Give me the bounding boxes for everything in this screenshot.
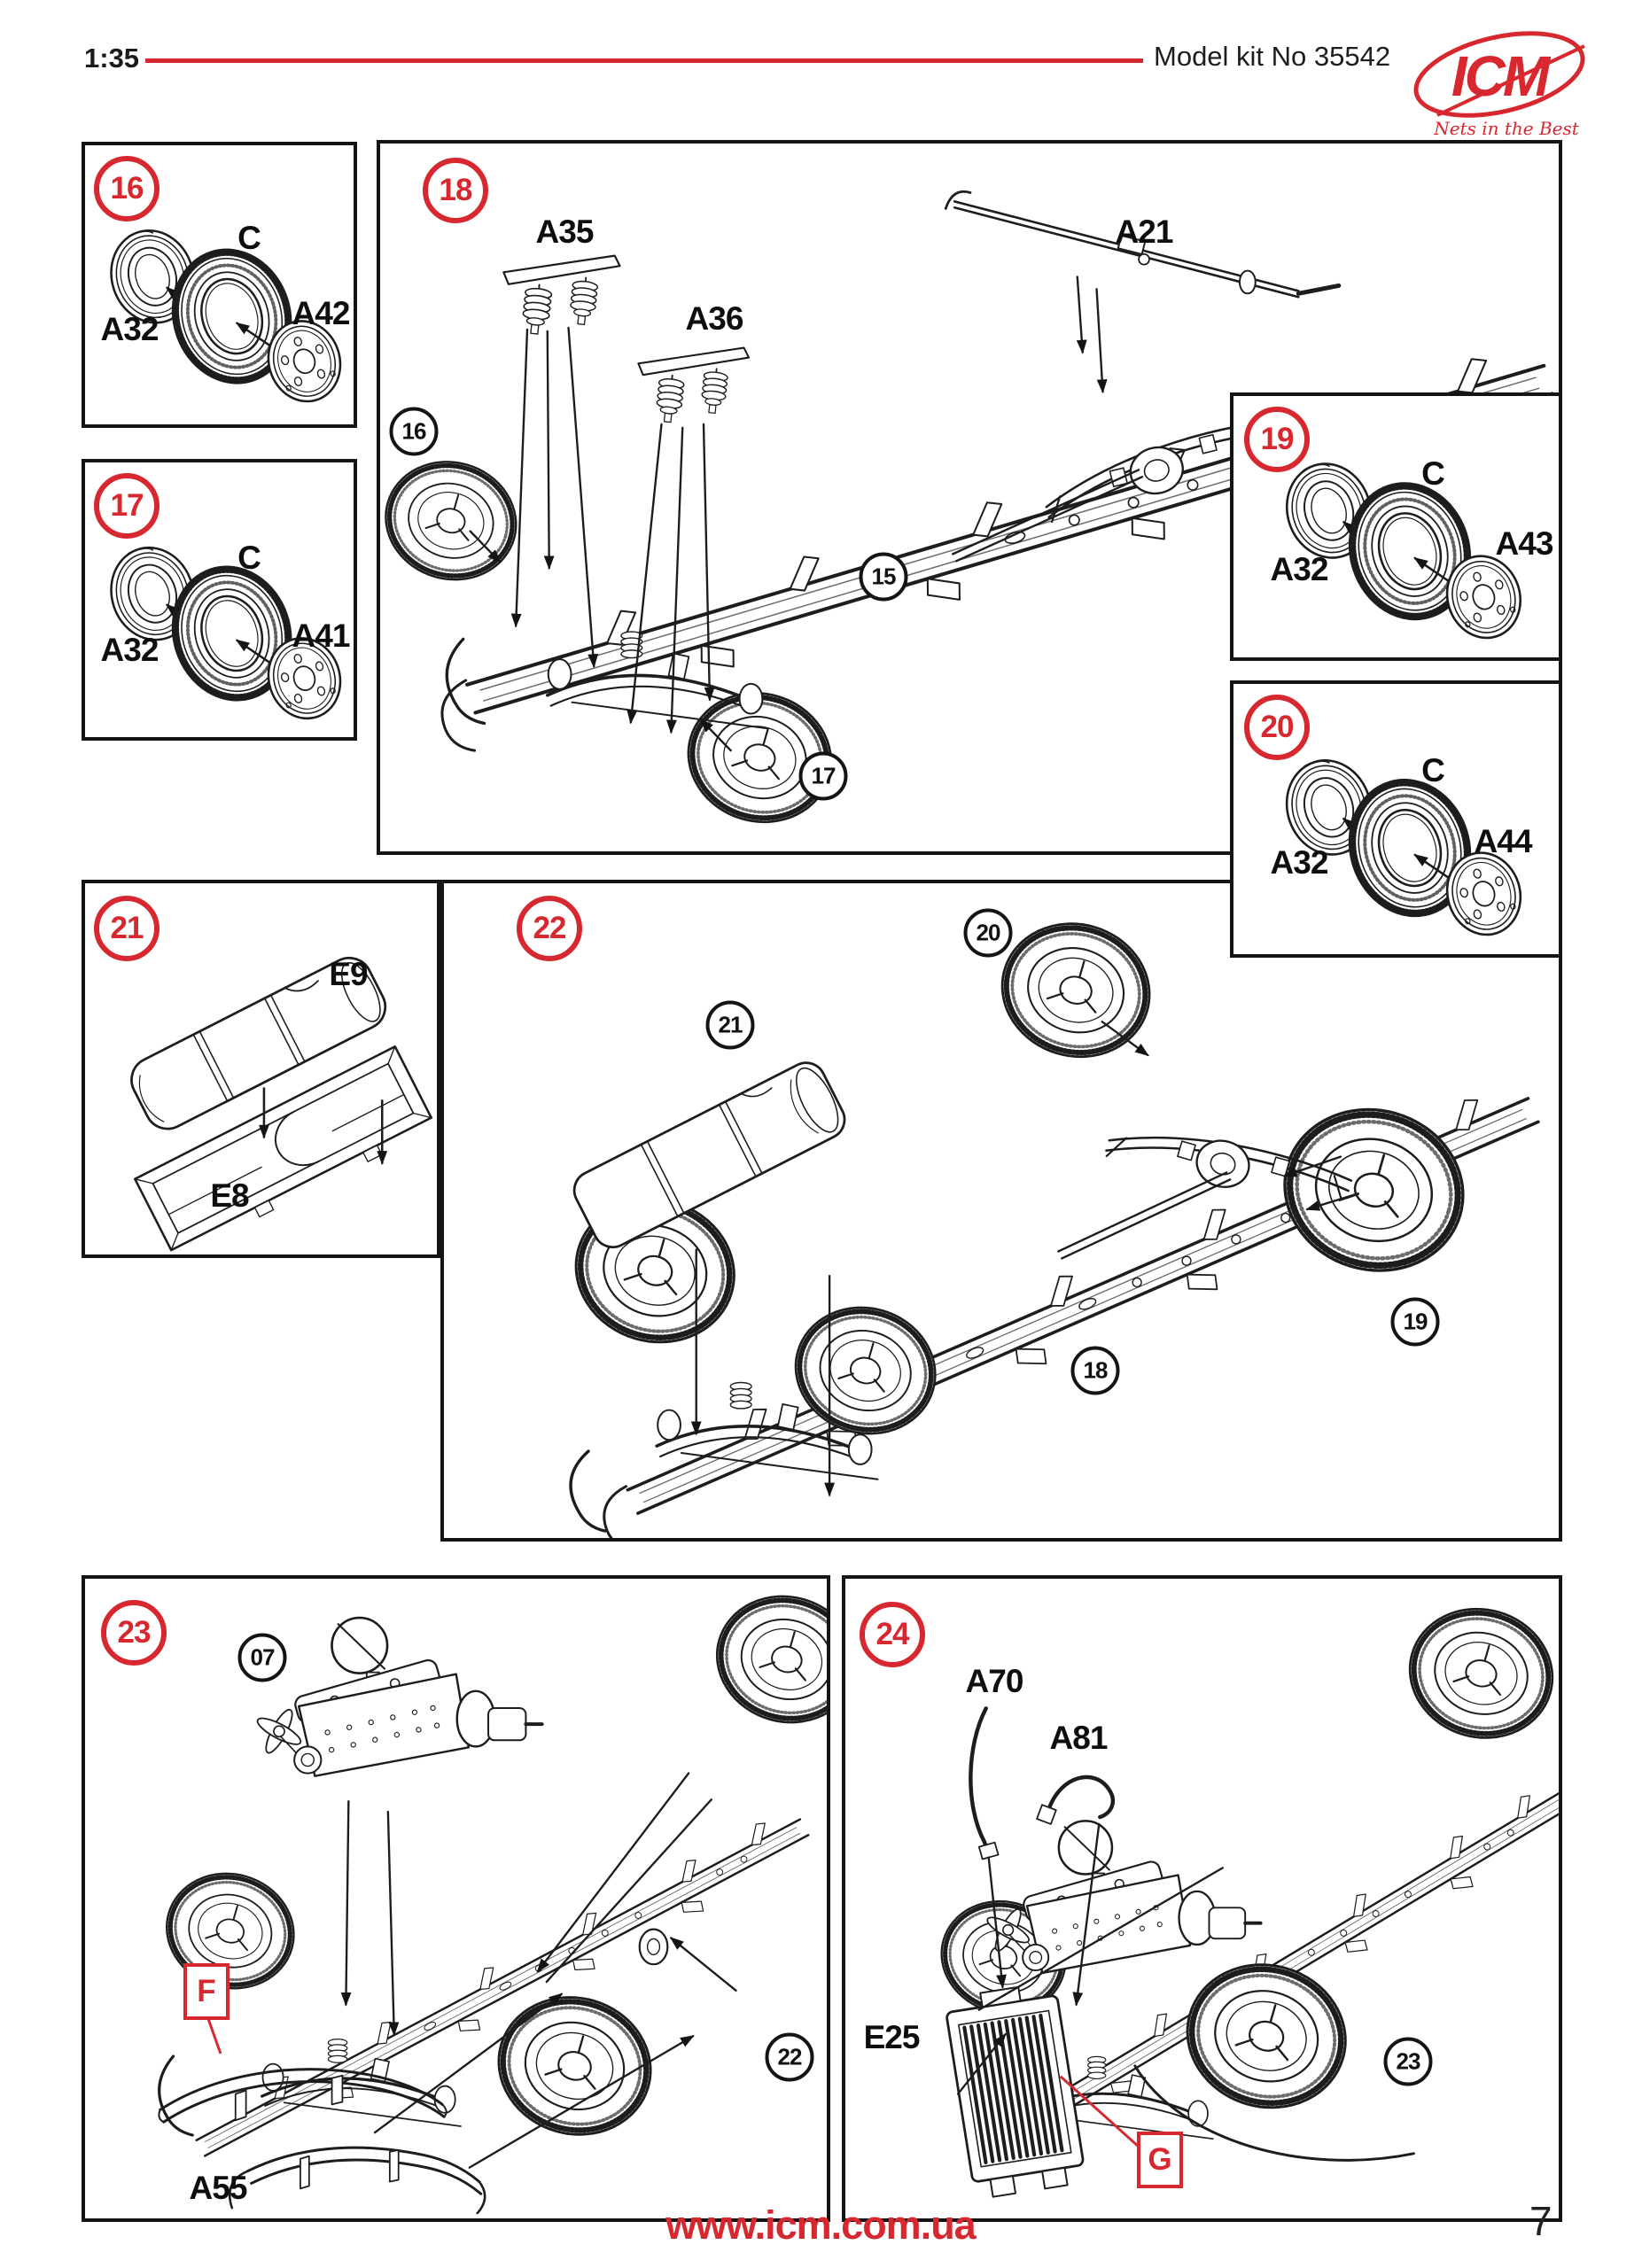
step-23-panel: 23 07 F A55 22 <box>82 1575 830 2222</box>
ref-circle-19: 19 <box>1390 1297 1440 1347</box>
page-number: 7 <box>1529 2198 1553 2244</box>
part-label-tire: C <box>1421 752 1445 788</box>
part-label-hub: A44 <box>1474 823 1533 859</box>
ref-circle-20: 20 <box>963 908 1013 958</box>
step-number-badge: 22 <box>517 896 582 961</box>
scale-label: 1:35 <box>84 43 140 74</box>
step-number-badge: 16 <box>94 156 160 221</box>
step-number-badge: 19 <box>1244 407 1310 472</box>
part-label-a81: A81 <box>1049 1720 1109 1756</box>
step-number-badge: 17 <box>94 473 160 539</box>
part-label-e8: E8 <box>210 1177 249 1214</box>
fuel-tank-tray-illustration <box>130 956 432 1252</box>
part-label-a70: A70 <box>965 1663 1024 1699</box>
ref-circle-15: 15 <box>859 552 908 602</box>
part-label-rim: A32 <box>1270 551 1329 587</box>
part-label-rim: A32 <box>100 632 160 668</box>
chassis-assembly-illustration <box>444 883 1551 1538</box>
ref-circle-23: 23 <box>1383 2037 1433 2086</box>
part-label-a55: A55 <box>189 2170 248 2206</box>
step-17-panel: 17 A32 C A41 <box>82 459 357 741</box>
part-label-hub: A43 <box>1495 525 1554 562</box>
part-label-e9: E9 <box>329 956 368 992</box>
step-number-badge: 18 <box>423 158 488 223</box>
part-label-rim: A32 <box>100 311 160 347</box>
step-number-badge: 20 <box>1244 695 1310 760</box>
icm-logo: ICM Nets in the Best <box>1413 31 1585 139</box>
part-label-tire: C <box>1421 455 1445 492</box>
part-label-tire: C <box>237 220 261 256</box>
part-label-a36: A36 <box>685 300 744 337</box>
ref-circle-07: 07 <box>237 1633 287 1682</box>
step-22-panel: 22 20 21 18 19 <box>440 880 1562 1542</box>
step-21-panel: 21 E9 E8 <box>82 880 440 1258</box>
ref-circle-16: 16 <box>389 407 439 456</box>
sprue-callout-g: G <box>1137 2132 1183 2188</box>
step-16-panel: 16 A32 C A42 <box>82 142 357 428</box>
step-number-badge: 21 <box>94 896 160 961</box>
ref-circle-18: 18 <box>1070 1346 1120 1395</box>
step-24-panel: 24 A70 A81 E25 G 23 <box>842 1575 1562 2222</box>
part-label-rim: A32 <box>1270 844 1329 881</box>
step-19-panel: 19 A32 C A43 <box>1230 392 1562 661</box>
kit-number-label: Model kit No 35542 <box>1154 41 1391 72</box>
header-rule <box>145 58 1143 63</box>
engine-install-illustration <box>85 1579 827 2215</box>
part-label-tire: C <box>237 540 261 576</box>
ref-circle-22: 22 <box>765 2032 814 2082</box>
part-label-e25: E25 <box>863 2019 921 2055</box>
step-number-badge: 24 <box>860 1602 925 1667</box>
part-label-a21: A21 <box>1115 214 1174 250</box>
ref-circle-21: 21 <box>705 1000 755 1050</box>
part-label-hub: A41 <box>292 617 351 654</box>
part-label-a35: A35 <box>535 214 595 250</box>
radiator-install-illustration <box>845 1579 1559 2218</box>
step-number-badge: 23 <box>101 1600 167 1666</box>
logo-tagline: Nets in the Best <box>1433 118 1580 139</box>
g-callout-leader <box>1059 2075 1140 2148</box>
website-url: www.icm.com.ua <box>665 2202 976 2248</box>
sprue-callout-f: F <box>183 1963 230 2020</box>
chassis-assembly-illustration <box>380 190 1559 851</box>
step-20-panel: 20 A32 C A44 <box>1230 680 1562 958</box>
logo-text: ICM <box>1451 44 1552 108</box>
part-label-hub: A42 <box>292 295 351 331</box>
ref-circle-17: 17 <box>798 751 848 801</box>
